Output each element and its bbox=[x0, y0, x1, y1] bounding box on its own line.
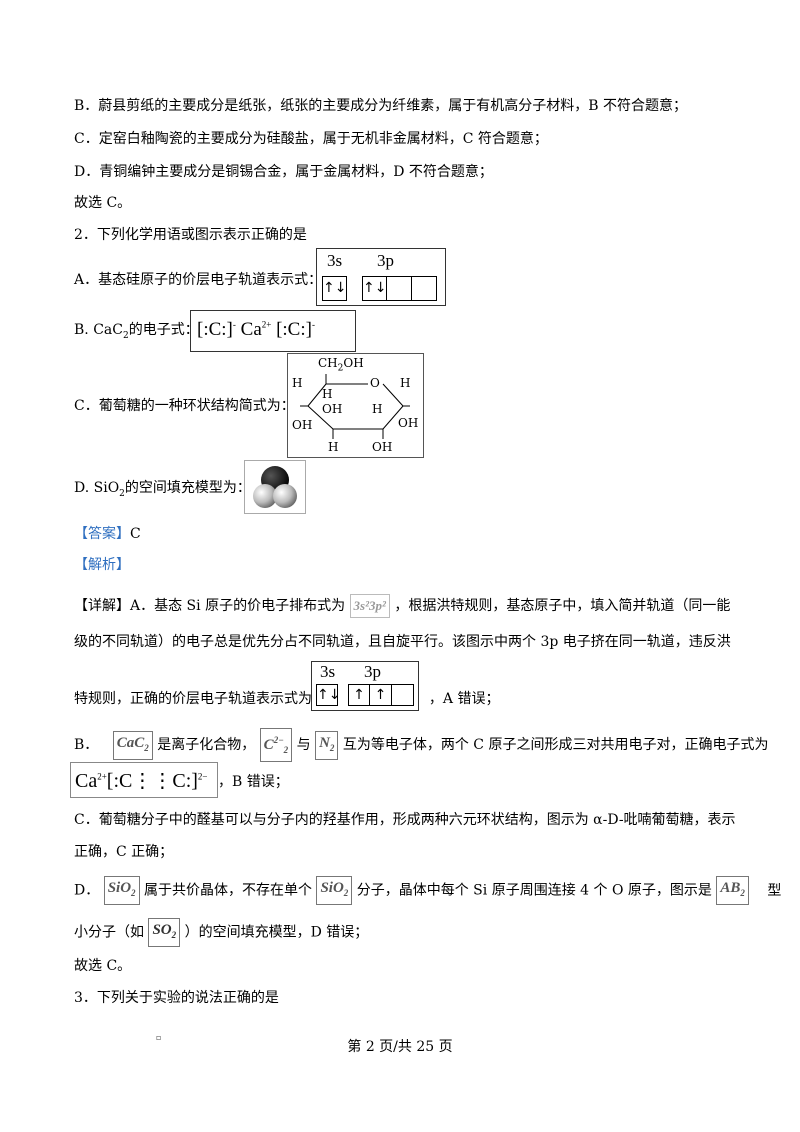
orbital-3p-2 bbox=[387, 276, 412, 301]
option-d: D. SiO2的空间填充模型为： bbox=[74, 480, 251, 499]
choose-1: 故选 C。 bbox=[74, 195, 132, 211]
orbital-3p-1-correct: ↑ bbox=[348, 684, 370, 706]
inline-c2-ion: C2−2 bbox=[259, 728, 293, 762]
page-footer: 第 2 页/共 25 页 bbox=[347, 1039, 453, 1055]
sio2-model-svg bbox=[253, 466, 297, 508]
explain-c-line-2: 正确，C 正确； bbox=[74, 844, 174, 860]
orbital-3s: ↑↓ bbox=[322, 276, 347, 301]
answer-line: 【答案】C bbox=[74, 526, 141, 542]
explain-b-line: B． CaC2 是离子化合物， C2−2 与 N2 互为等电子体，两个 C 原子… bbox=[74, 728, 768, 762]
explain-d-line-1: D． SiO2 属于共价晶体，不存在单个 SiO2 分子，晶体中每个 Si 原子… bbox=[74, 876, 781, 905]
inline-ab2: AB2 bbox=[716, 876, 749, 905]
para-c-prev: C．定窑白釉陶瓷的主要成分为硅酸盐，属于无机非金属材料，C 符合题意； bbox=[74, 131, 548, 147]
space-filling-model bbox=[244, 460, 306, 514]
orbital-3p-2-correct: ↑ bbox=[370, 684, 392, 706]
analysis-tag: 【解析】 bbox=[74, 557, 130, 573]
explain-b-end: ，B 错误； bbox=[218, 774, 289, 790]
inline-sio2-b: SiO2 bbox=[316, 876, 353, 905]
choose-2: 故选 C。 bbox=[74, 958, 132, 974]
inline-sio2-a: SiO2 bbox=[103, 876, 140, 905]
option-b: B. CaC2的电子式： bbox=[74, 322, 199, 341]
inline-so2: SO2 bbox=[148, 918, 181, 947]
question-3: 3．下列关于实验的说法正确的是 bbox=[74, 990, 279, 1006]
option-c: C．葡萄糖的一种环状结构简式为： bbox=[74, 398, 295, 414]
inline-cac2: CaC2 bbox=[112, 730, 153, 760]
glucose-ring-structure: CH2OH O H H H OH H OH OH H OH bbox=[287, 353, 424, 458]
inline-config-formula: 3s²3p² bbox=[349, 594, 390, 618]
para-d-prev: D．青铜编钟主要成分是铜锡合金，属于金属材料，D 不符合题意； bbox=[74, 164, 493, 180]
orbital-diagram-a: 3s 3p ↑↓ ↑↓ bbox=[316, 248, 446, 306]
explain-d-line-2: 小分子（如 SO2 ）的空间填充模型，D 错误； bbox=[74, 918, 368, 947]
cac2-correct-electron-formula: Ca2+[:C⋮⋮C:]2− bbox=[70, 762, 218, 798]
stray-mark: ▫ bbox=[156, 1033, 162, 1042]
glucose-ring-svg bbox=[300, 374, 410, 439]
orbital-3p-1: ↑↓ bbox=[362, 276, 387, 301]
question-2: 2．下列化学用语或图示表示正确的是 bbox=[74, 227, 307, 243]
explain-c-line-1: C．葡萄糖分子中的醛基可以与分子内的羟基作用，形成两种六元环状结构，图示为 α-… bbox=[74, 812, 736, 828]
orbital-diagram-correct: 3s 3p ↑↓ ↑ ↑ bbox=[311, 661, 419, 711]
detail-line-2: 级的不同轨道）的电子总是优先分占不同轨道，且自旋平行。该图示中两个 3p 电子挤… bbox=[74, 634, 731, 650]
inline-n2: N2 bbox=[315, 730, 339, 760]
detail-line-1: 【详解】A．基态 Si 原子的价电子排布式为 3s²3p² ，根据洪特规则，基态… bbox=[74, 594, 730, 618]
detail-line-3: 特规则，正确的价层电子轨道表示式为 ，A 错误； bbox=[74, 691, 500, 707]
orbital-3p-3-correct bbox=[392, 684, 414, 706]
orbital-3s-correct: ↑↓ bbox=[316, 684, 340, 706]
orbital-3p-3 bbox=[412, 276, 437, 301]
cac2-electron-formula: [:C:]- Ca2+ [:C:]- bbox=[190, 310, 356, 352]
option-a: A．基态硅原子的价层电子轨道表示式： bbox=[74, 272, 323, 288]
para-b-prev: B．蔚县剪纸的主要成分是纸张，纸张的主要成分为纤维素，属于有机高分子材料，B 不… bbox=[74, 98, 688, 114]
